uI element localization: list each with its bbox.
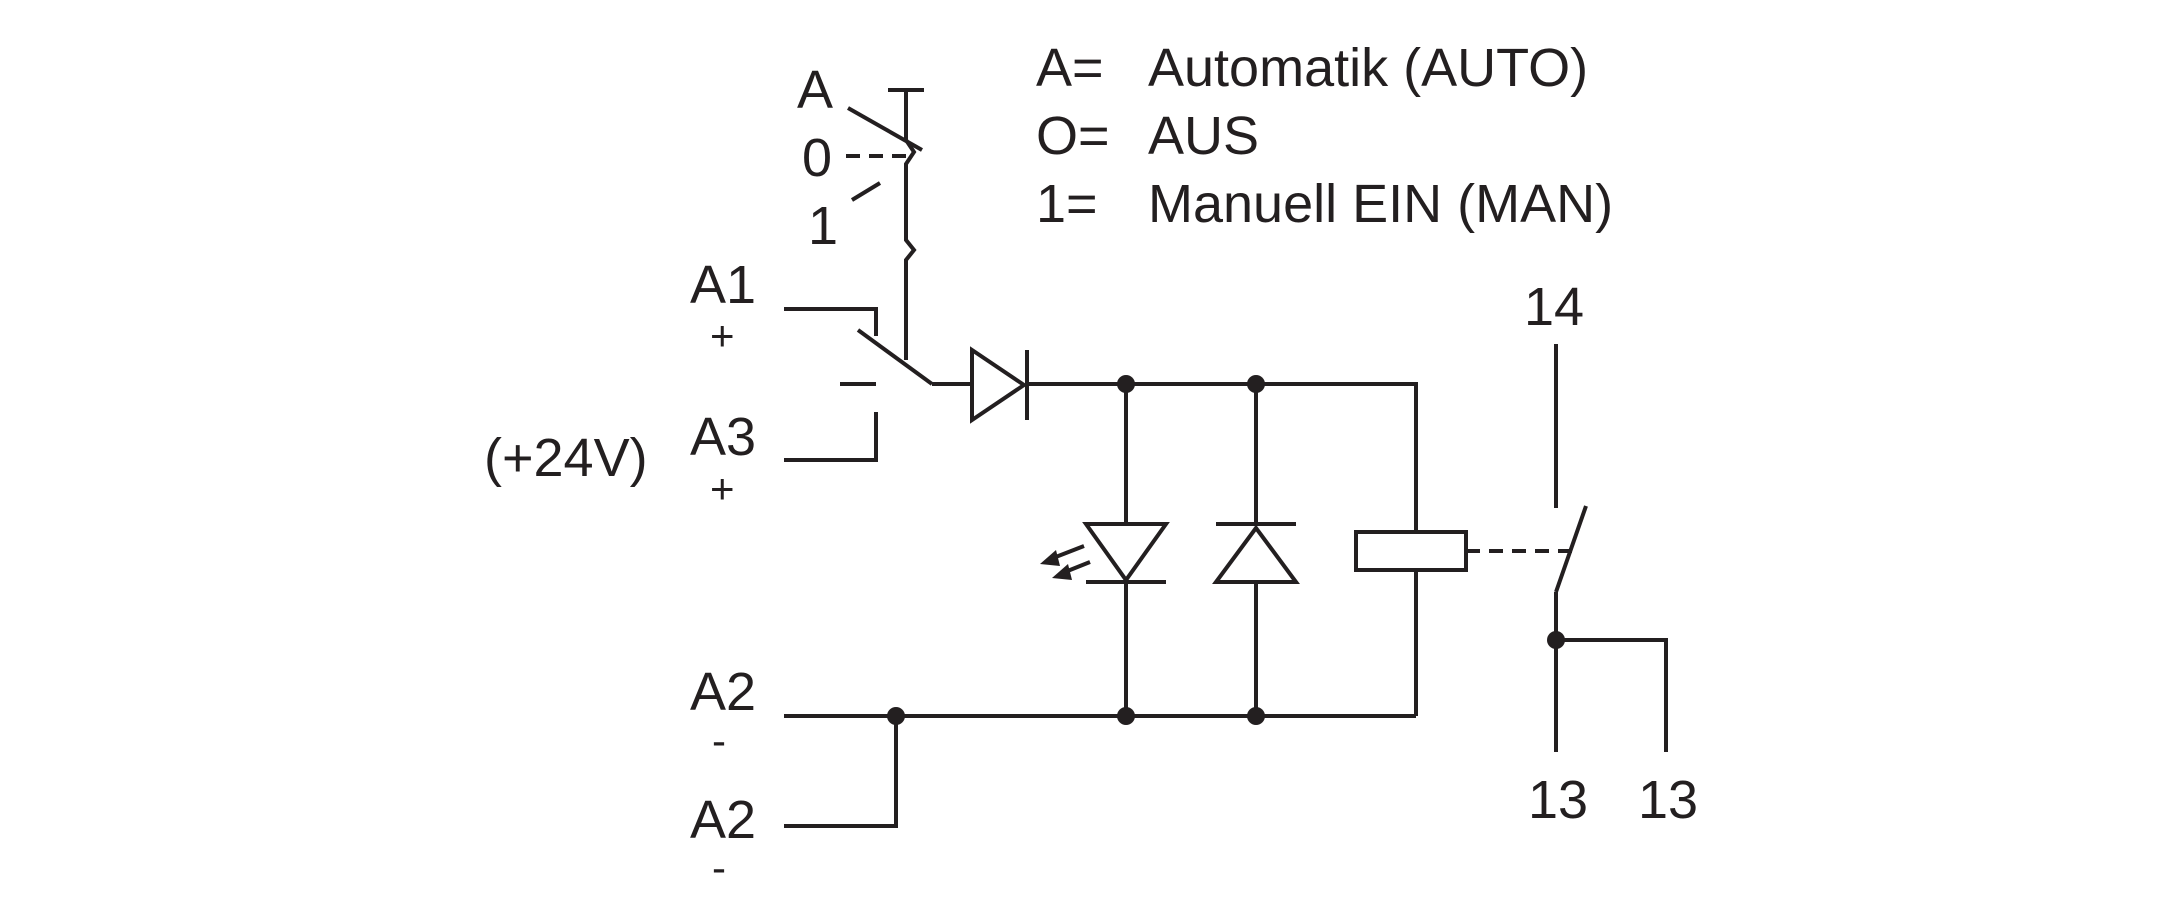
legend-text-1: Manuell EIN (MAN) xyxy=(1148,174,1613,234)
terminal-13-right-label: 13 xyxy=(1638,770,1698,830)
legend: A= Automatik (AUTO) O= AUS 1= Manuell EI… xyxy=(1036,38,1613,234)
terminal-a3-polarity: + xyxy=(710,465,735,512)
terminal-a2-top-polarity: - xyxy=(712,717,726,764)
freewheel-diode-triangle xyxy=(1212,524,1300,584)
legend-text-a: Automatik (AUTO) xyxy=(1148,38,1588,98)
terminal-a2-top-label: A2 xyxy=(690,662,756,722)
led-triangle xyxy=(1082,522,1170,584)
terminal-a1-polarity: + xyxy=(710,312,735,359)
legend-key-a: A= xyxy=(1036,38,1104,98)
freewheel-diode xyxy=(1212,384,1300,716)
output-contact: 14 13 13 xyxy=(1524,277,1698,830)
terminal-13-left-label: 13 xyxy=(1528,770,1588,830)
wire-a3 xyxy=(784,412,878,462)
input-terminals: A1 + A3 + (+24V) A2 - A2 - xyxy=(484,255,756,891)
series-diode xyxy=(970,346,1029,424)
selector-arm-auto xyxy=(847,106,923,152)
relay-coil-box xyxy=(1354,530,1468,572)
legend-key-1: 1= xyxy=(1036,174,1098,234)
selector-switch: A 0 1 xyxy=(797,60,924,360)
supply-voltage-note: (+24V) xyxy=(484,428,648,488)
top-bus xyxy=(1027,382,1418,532)
selector-actuator-shaft xyxy=(904,90,917,360)
led-indicator xyxy=(1040,384,1170,716)
wire-a2-bottom xyxy=(784,716,898,828)
terminal-a1-label: A1 xyxy=(690,255,756,315)
selector-position-a: A xyxy=(797,60,833,120)
legend-key-o: O= xyxy=(1036,106,1110,166)
selector-position-0: 0 xyxy=(802,128,832,188)
terminal-a2-bottom-polarity: - xyxy=(712,844,726,891)
contact-wire-13-right xyxy=(1556,638,1668,752)
switch-blade xyxy=(856,328,934,386)
relay-coil xyxy=(1354,530,1572,716)
contact-blade xyxy=(1554,505,1588,593)
legend-text-o: AUS xyxy=(1148,106,1259,166)
terminal-a3-label: A3 xyxy=(690,407,756,467)
junction-bottom-led xyxy=(1117,707,1135,725)
terminal-a2-bottom-label: A2 xyxy=(690,790,756,850)
selector-position-1: 1 xyxy=(808,196,838,256)
input-wiring xyxy=(784,307,972,462)
junction-bottom-diode xyxy=(1247,707,1265,725)
selector-arm-manual xyxy=(850,181,882,202)
series-diode-triangle xyxy=(970,346,1028,424)
terminal-14-label: 14 xyxy=(1524,277,1584,337)
junction-contact xyxy=(1547,631,1565,649)
light-emission-icon xyxy=(1040,544,1091,580)
wire-a1 xyxy=(784,307,878,336)
